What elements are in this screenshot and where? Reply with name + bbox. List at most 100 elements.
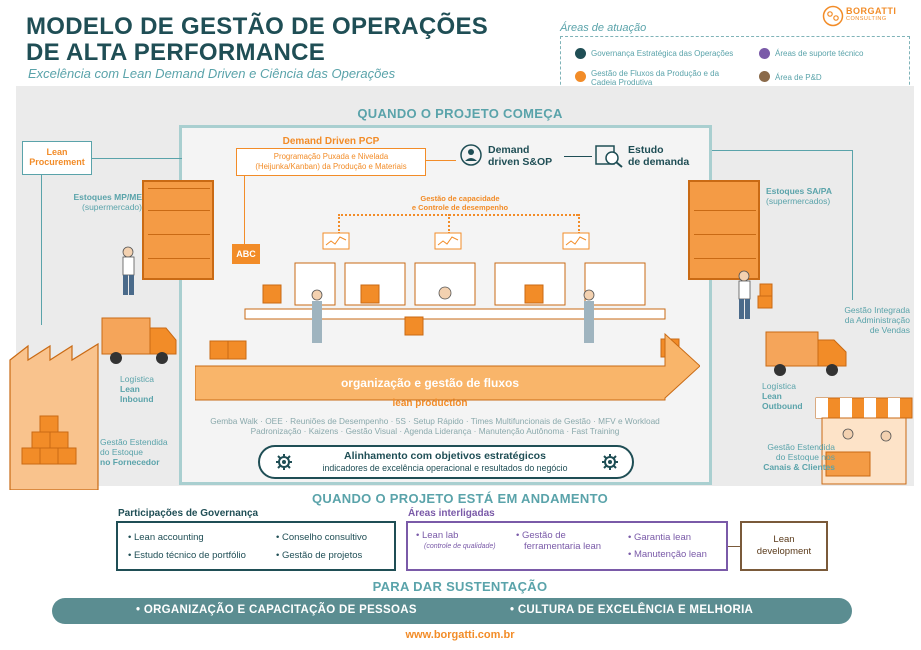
extended-client-line3: Canais & Clientes <box>763 462 835 472</box>
extended-supplier-line2: do Estoque <box>100 447 144 457</box>
lean-production-label: lean production <box>392 398 468 409</box>
logistics-inbound-line3: Inbound <box>120 394 154 404</box>
governance-item-label: Gestão de projetos <box>281 550 363 561</box>
sop-line1: Demand <box>488 144 530 156</box>
logistics-inbound-line2: Lean <box>120 384 140 394</box>
monitor-chart-icon-2 <box>434 232 462 250</box>
logistics-inbound-label: Logística Lean Inbound <box>120 374 154 404</box>
logistics-outbound-line3: Outbound <box>762 401 803 411</box>
area-tooling-line1: Gestão de <box>521 530 566 541</box>
demand-study-icon <box>595 145 623 168</box>
page-subtitle: Excelência com Lean Demand Driven e Ciên… <box>28 66 396 81</box>
logistics-outbound-line2: Lean <box>762 391 782 401</box>
strategic-alignment-box: Alinhamento com objetivos estratégicos i… <box>258 445 634 479</box>
monitor-chart-icon-1 <box>322 232 350 250</box>
demand-connector <box>712 150 852 151</box>
area-tooling-line2: ferramentaria lean <box>524 541 602 552</box>
page-title: MODELO DE GESTÃO DE OPERAÇÕES DE ALTA PE… <box>26 14 488 66</box>
legend-label-governance: Governança Estratégica das Operações <box>591 49 734 58</box>
production-line-icon <box>209 262 680 360</box>
legend-label-support: Áreas de suporte técnico <box>775 49 864 58</box>
pcp-title: Demand Driven PCP <box>282 136 380 147</box>
section-project-running: QUANDO O PROJETO ESTÁ EM ANDAMENTO <box>312 491 608 506</box>
dev-connector <box>728 546 740 547</box>
areas-box: • Lean lab (controle de qualidade) • Ges… <box>406 521 728 571</box>
lean-tools: Gemba Walk · OEE · Reuniões de Desempenh… <box>190 416 680 436</box>
extended-client-line2: do Estoque nos <box>775 452 835 462</box>
procurement-connector <box>92 158 182 159</box>
sales-admin-label: Gestão Integrada da Administração de Ven… <box>800 305 910 335</box>
demand-study-label: Estudo de demanda <box>628 144 689 168</box>
sop-icon <box>460 144 482 166</box>
pcp-arrow <box>426 160 456 161</box>
capacity-dotted-line <box>338 214 578 216</box>
area-maintenance-label: Manutenção lean <box>633 549 707 560</box>
sustain-bar: • ORGANIZAÇÃO E CAPACITAÇÃO DE PESSOAS •… <box>52 598 852 624</box>
logo-sub: CONSULTING <box>846 16 887 22</box>
governance-item: • Lean accounting <box>128 532 204 543</box>
area-warranty-label: Garantia lean <box>633 532 692 543</box>
lean-procurement-label: Lean Procurement <box>29 147 85 167</box>
stock-sa-line1: Estoques SA/PA <box>766 186 832 196</box>
sales-admin-line2: da Administração <box>844 315 910 325</box>
extended-supplier-line3: no Fornecedor <box>100 457 160 467</box>
extended-supplier-line1: Gestão Estendida <box>100 437 168 447</box>
title-line-1: MODELO DE GESTÃO DE OPERAÇÕES <box>26 13 489 40</box>
gear-icon <box>602 454 618 470</box>
capacity-drop-3 <box>578 214 580 234</box>
logo-name: BORGATTI <box>846 6 897 16</box>
sustain-item-people: • ORGANIZAÇÃO E CAPACITAÇÃO DE PESSOAS <box>136 604 417 616</box>
alignment-subtitle: indicadores de excelência operacional e … <box>322 463 568 473</box>
lean-procurement-box: Lean Procurement <box>22 141 92 175</box>
areas-title: Áreas interligadas <box>408 508 495 519</box>
capacity-drop-1 <box>338 214 340 234</box>
extended-client-label: Gestão Estendida do Estoque nos Canais &… <box>730 442 835 472</box>
stock-sa-shelf <box>688 180 760 280</box>
area-lean-lab-label: Lean lab <box>421 530 459 541</box>
area-warranty: • Garantia lean <box>628 532 692 543</box>
governance-item: • Gestão de projetos <box>276 550 363 561</box>
governance-item-label: Estudo técnico de portfólio <box>133 550 246 561</box>
capacity-line2: e Controle de desempenho <box>411 203 509 212</box>
lean-development-line1: Lean <box>773 534 795 545</box>
stock-mp-line1: Estoques MP/ME <box>73 192 142 202</box>
sop-line2: driven S&OP <box>488 156 553 168</box>
legend-title: Áreas de atuação <box>560 22 647 34</box>
governance-box: • Lean accounting • Conselho consultivo … <box>116 521 396 571</box>
governance-item: • Conselho consultivo <box>276 532 367 543</box>
website-link[interactable]: www.borgatti.com.br <box>405 629 515 641</box>
governance-item-label: Conselho consultivo <box>281 532 367 543</box>
worker-right-icon <box>738 270 773 319</box>
legend-dot-governance <box>575 48 586 59</box>
stock-mp-line2: (supermercado) <box>82 202 142 212</box>
stock-mp-label: Estoques MP/ME (supermercado) <box>62 192 142 212</box>
section-project-start: QUANDO O PROJETO COMEÇA <box>357 106 563 121</box>
area-lean-lab-sub: (controle de qualidade) <box>424 543 496 550</box>
title-line-2: DE ALTA PERFORMANCE <box>26 39 326 66</box>
truck-outbound-icon <box>765 331 847 376</box>
area-maintenance: • Manutenção lean <box>628 549 707 560</box>
sop-label: Demand driven S&OP <box>488 144 552 168</box>
truck-inbound-icon <box>101 317 177 364</box>
section-sustain: PARA DAR SUSTENTAÇÃO <box>372 579 548 594</box>
lean-tools-line2: Padronização · Kaizens · Gestão Visual ·… <box>250 426 620 436</box>
sales-admin-line3: de Vendas <box>869 325 910 335</box>
lean-development-line2: development <box>756 546 812 557</box>
logistics-outbound-label: Logística Lean Outbound <box>762 381 803 411</box>
pcp-line1: Programação Puxada e Nivelada <box>273 152 389 161</box>
legend-label-rnd: Área de P&D <box>775 73 822 82</box>
alignment-title: Alinhamento com objetivos estratégicos <box>344 450 546 462</box>
capacity-label: Gestão de capacidade e Controle de desem… <box>380 194 540 212</box>
governance-item: • Estudo técnico de portfólio <box>128 550 246 561</box>
worker-left-icon <box>122 246 135 295</box>
legend-dot-support <box>759 48 770 59</box>
sustain-item-culture: • CULTURA DE EXCELÊNCIA E MELHORIA <box>510 604 754 616</box>
logistics-outbound-line1: Logística <box>762 381 797 391</box>
legend-label-flow: Gestão de Fluxos da Produção e da Cadeia… <box>591 69 720 87</box>
abc-label: ABC <box>236 249 256 259</box>
demand-down-line <box>852 150 853 300</box>
governance-title: Participações de Governança <box>118 508 259 519</box>
pcp-line2: (Heijunka/Kanban) da Produção e Materiai… <box>255 162 407 171</box>
capacity-line1: Gestão de capacidade <box>420 194 500 203</box>
area-lean-lab: • Lean lab <box>416 530 459 541</box>
